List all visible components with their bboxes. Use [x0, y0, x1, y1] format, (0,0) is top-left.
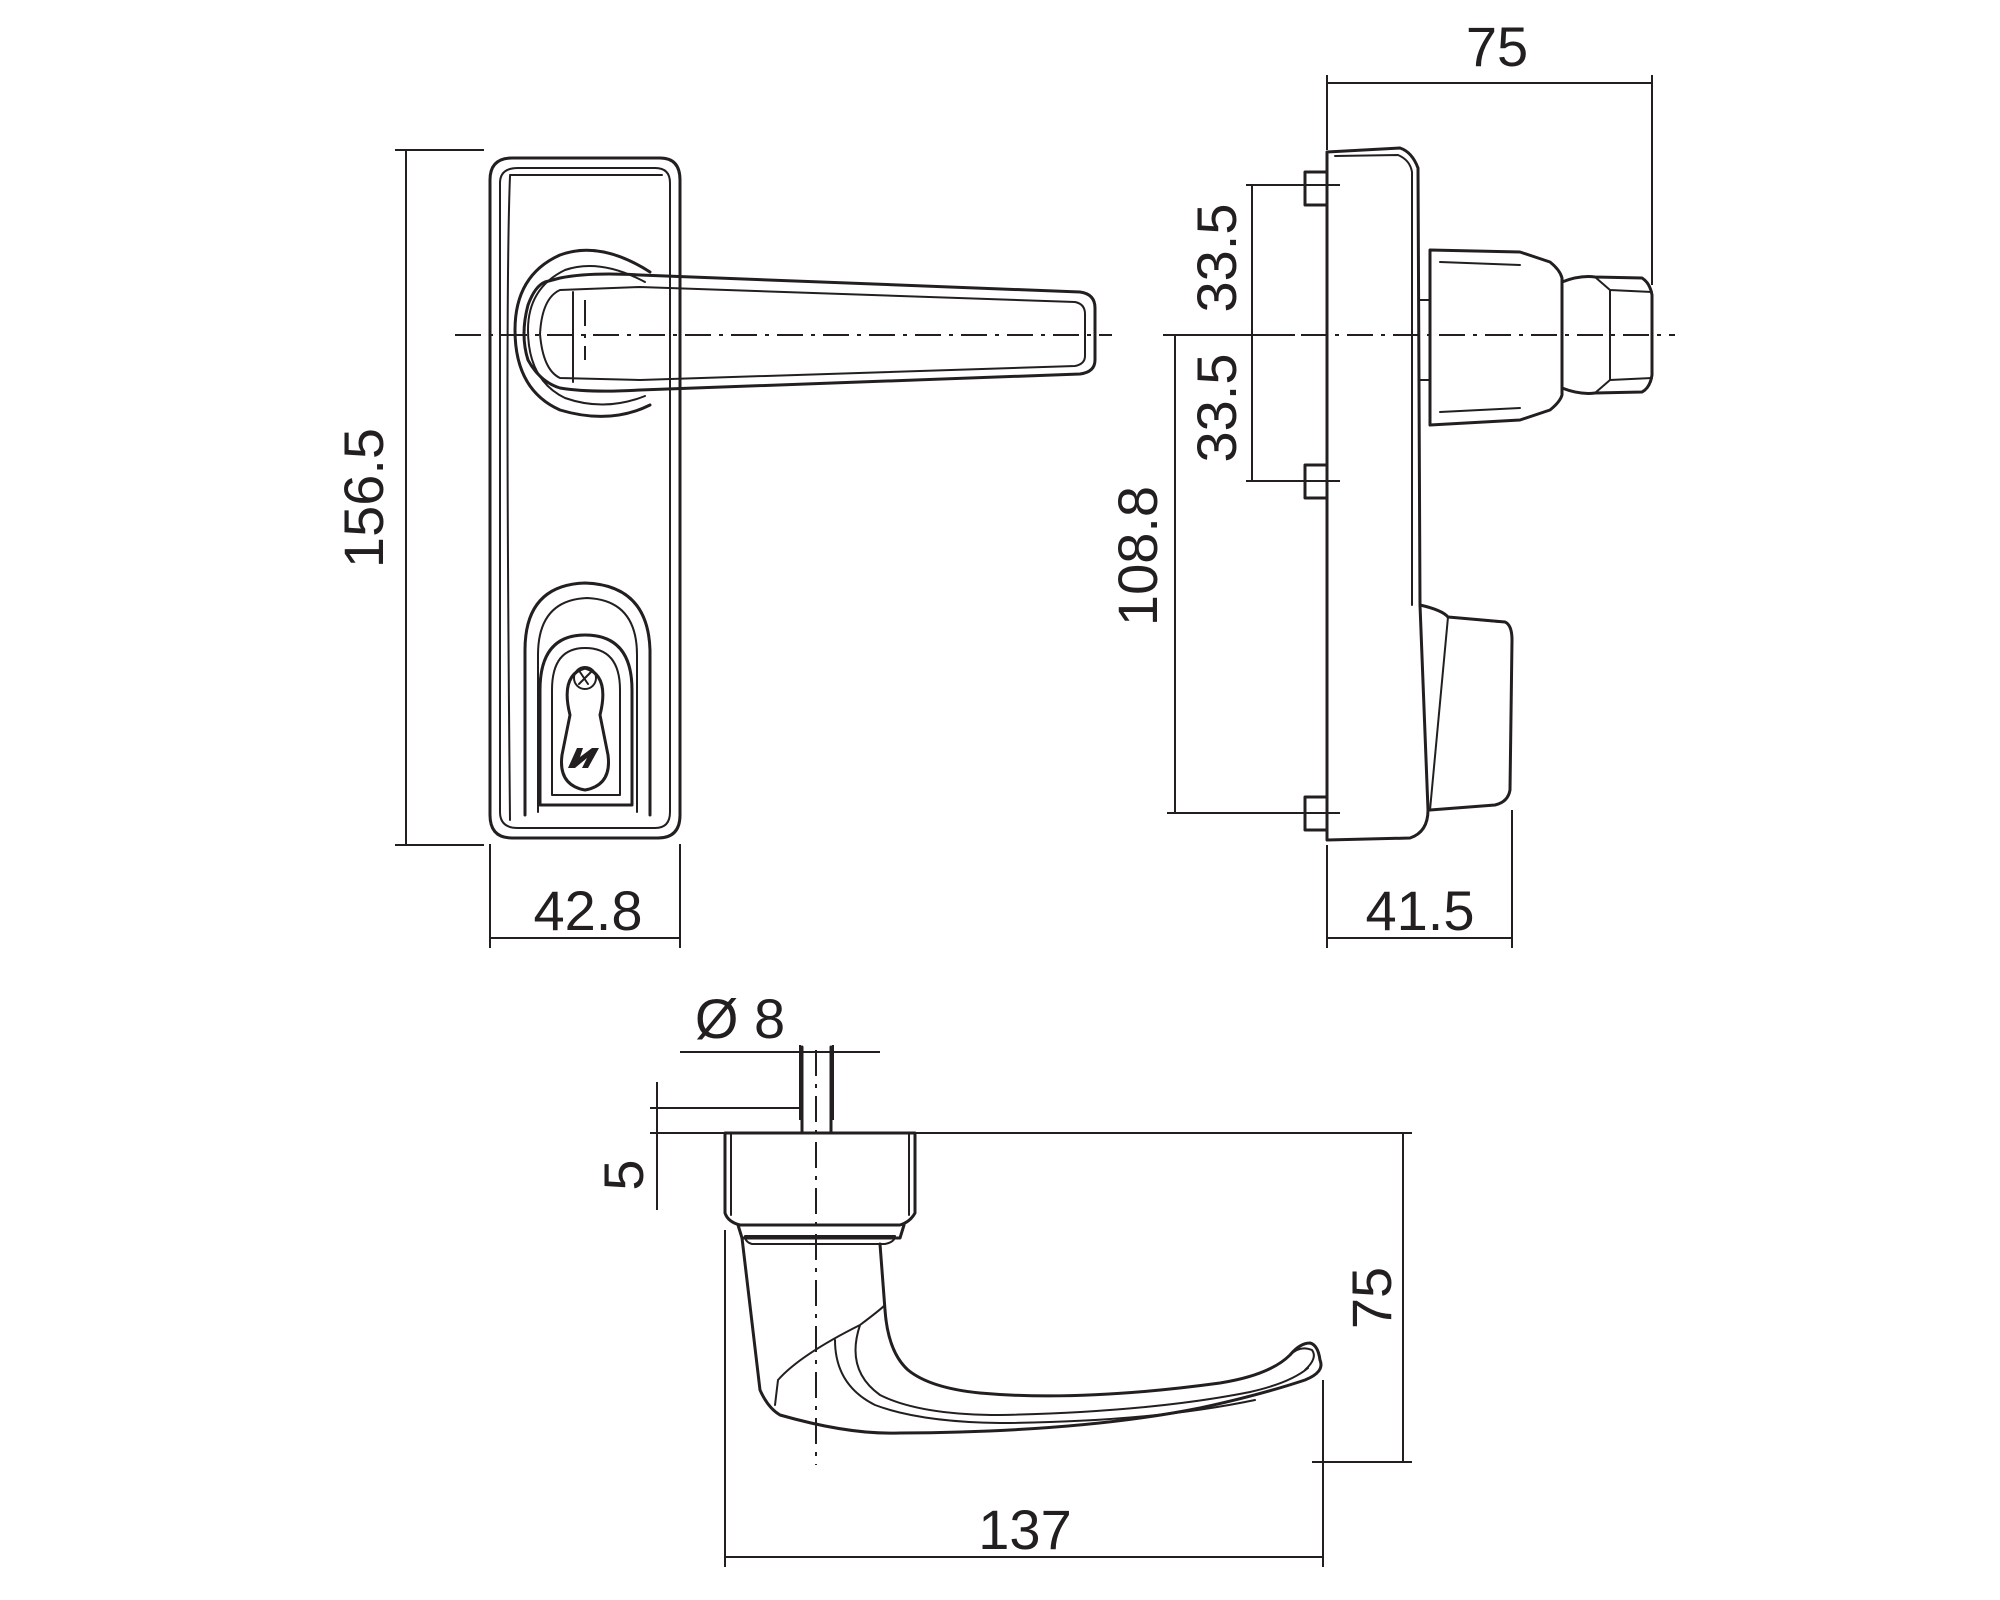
front-width-dimension: 42.8	[489, 844, 681, 948]
top-spindle-pin	[800, 1045, 833, 1135]
front-key-symbol-icon	[573, 666, 597, 690]
side-lever-tip	[1560, 275, 1654, 395]
top-pin-diameter-label: Ø 8	[695, 987, 785, 1050]
side-backplate-inner-edge	[1334, 154, 1413, 606]
front-view	[455, 156, 1112, 840]
front-cylinder-frame	[538, 633, 634, 807]
front-keyhole	[559, 666, 611, 792]
side-lower-offset-dimension: 33.5	[1185, 335, 1340, 482]
top-lever-length-dimension: 137	[724, 1230, 1324, 1567]
top-pin-height-dimension: 5	[592, 1082, 800, 1210]
front-height-label: 156.5	[332, 428, 395, 568]
side-depth-label: 75	[1466, 15, 1528, 78]
front-cylinder-boss	[523, 581, 652, 817]
top-lever-tip	[1289, 1347, 1315, 1371]
side-upper-offset-label: 33.5	[1185, 204, 1248, 313]
side-cylinder-boss-facet	[1429, 616, 1501, 811]
front-backplate-inner	[499, 167, 671, 829]
top-rose-collar-edge	[744, 1235, 896, 1245]
side-lower-span-dimension: 108.8	[1106, 334, 1340, 814]
front-lever-facet	[539, 286, 1086, 381]
top-lever-length-label: 137	[978, 1498, 1071, 1561]
top-rose-edge	[730, 1132, 910, 1216]
side-lower-span-label: 108.8	[1106, 486, 1169, 626]
side-depth-dimension: 75	[1326, 15, 1653, 285]
top-pin-height-label: 5	[592, 1159, 655, 1190]
top-rose	[723, 1131, 917, 1227]
side-upper-offset-dimension: 33.5	[1185, 184, 1340, 336]
top-lever-depth-dimension: 75	[915, 1132, 1412, 1463]
side-base-depth-label: 41.5	[1366, 879, 1475, 942]
side-screw-top	[1303, 170, 1329, 207]
front-lever-rose	[513, 248, 652, 418]
side-backplate-profile	[1325, 146, 1430, 842]
side-base-depth-dimension: 41.5	[1326, 810, 1513, 948]
front-cylinder-boss-inner	[537, 597, 638, 813]
front-key-symbol-mark	[578, 671, 592, 685]
top-lever	[740, 1236, 1323, 1435]
side-lever-rose	[1428, 248, 1564, 427]
front-backplate-outer	[488, 156, 682, 840]
front-height-dimension: 156.5	[332, 149, 484, 846]
front-lever	[522, 272, 1097, 393]
side-lever-rose-detail	[1419, 261, 1521, 413]
side-lower-offset-label: 33.5	[1185, 354, 1248, 463]
side-cylinder-boss	[1418, 603, 1514, 812]
front-cylinder-frame-inner	[551, 647, 621, 796]
top-view	[723, 1045, 1323, 1465]
top-pin-diameter-dimension: Ø 8	[680, 987, 880, 1120]
side-lever-tip-facet	[1594, 276, 1653, 394]
front-backplate-lip	[506, 174, 663, 821]
front-width-label: 42.8	[534, 879, 643, 942]
top-lever-face	[774, 1304, 1309, 1424]
top-rose-collar	[736, 1223, 906, 1240]
front-lever-rose-inner	[527, 265, 646, 406]
top-lever-depth-label: 75	[1340, 1267, 1403, 1329]
front-brand-mark-icon	[568, 748, 599, 768]
